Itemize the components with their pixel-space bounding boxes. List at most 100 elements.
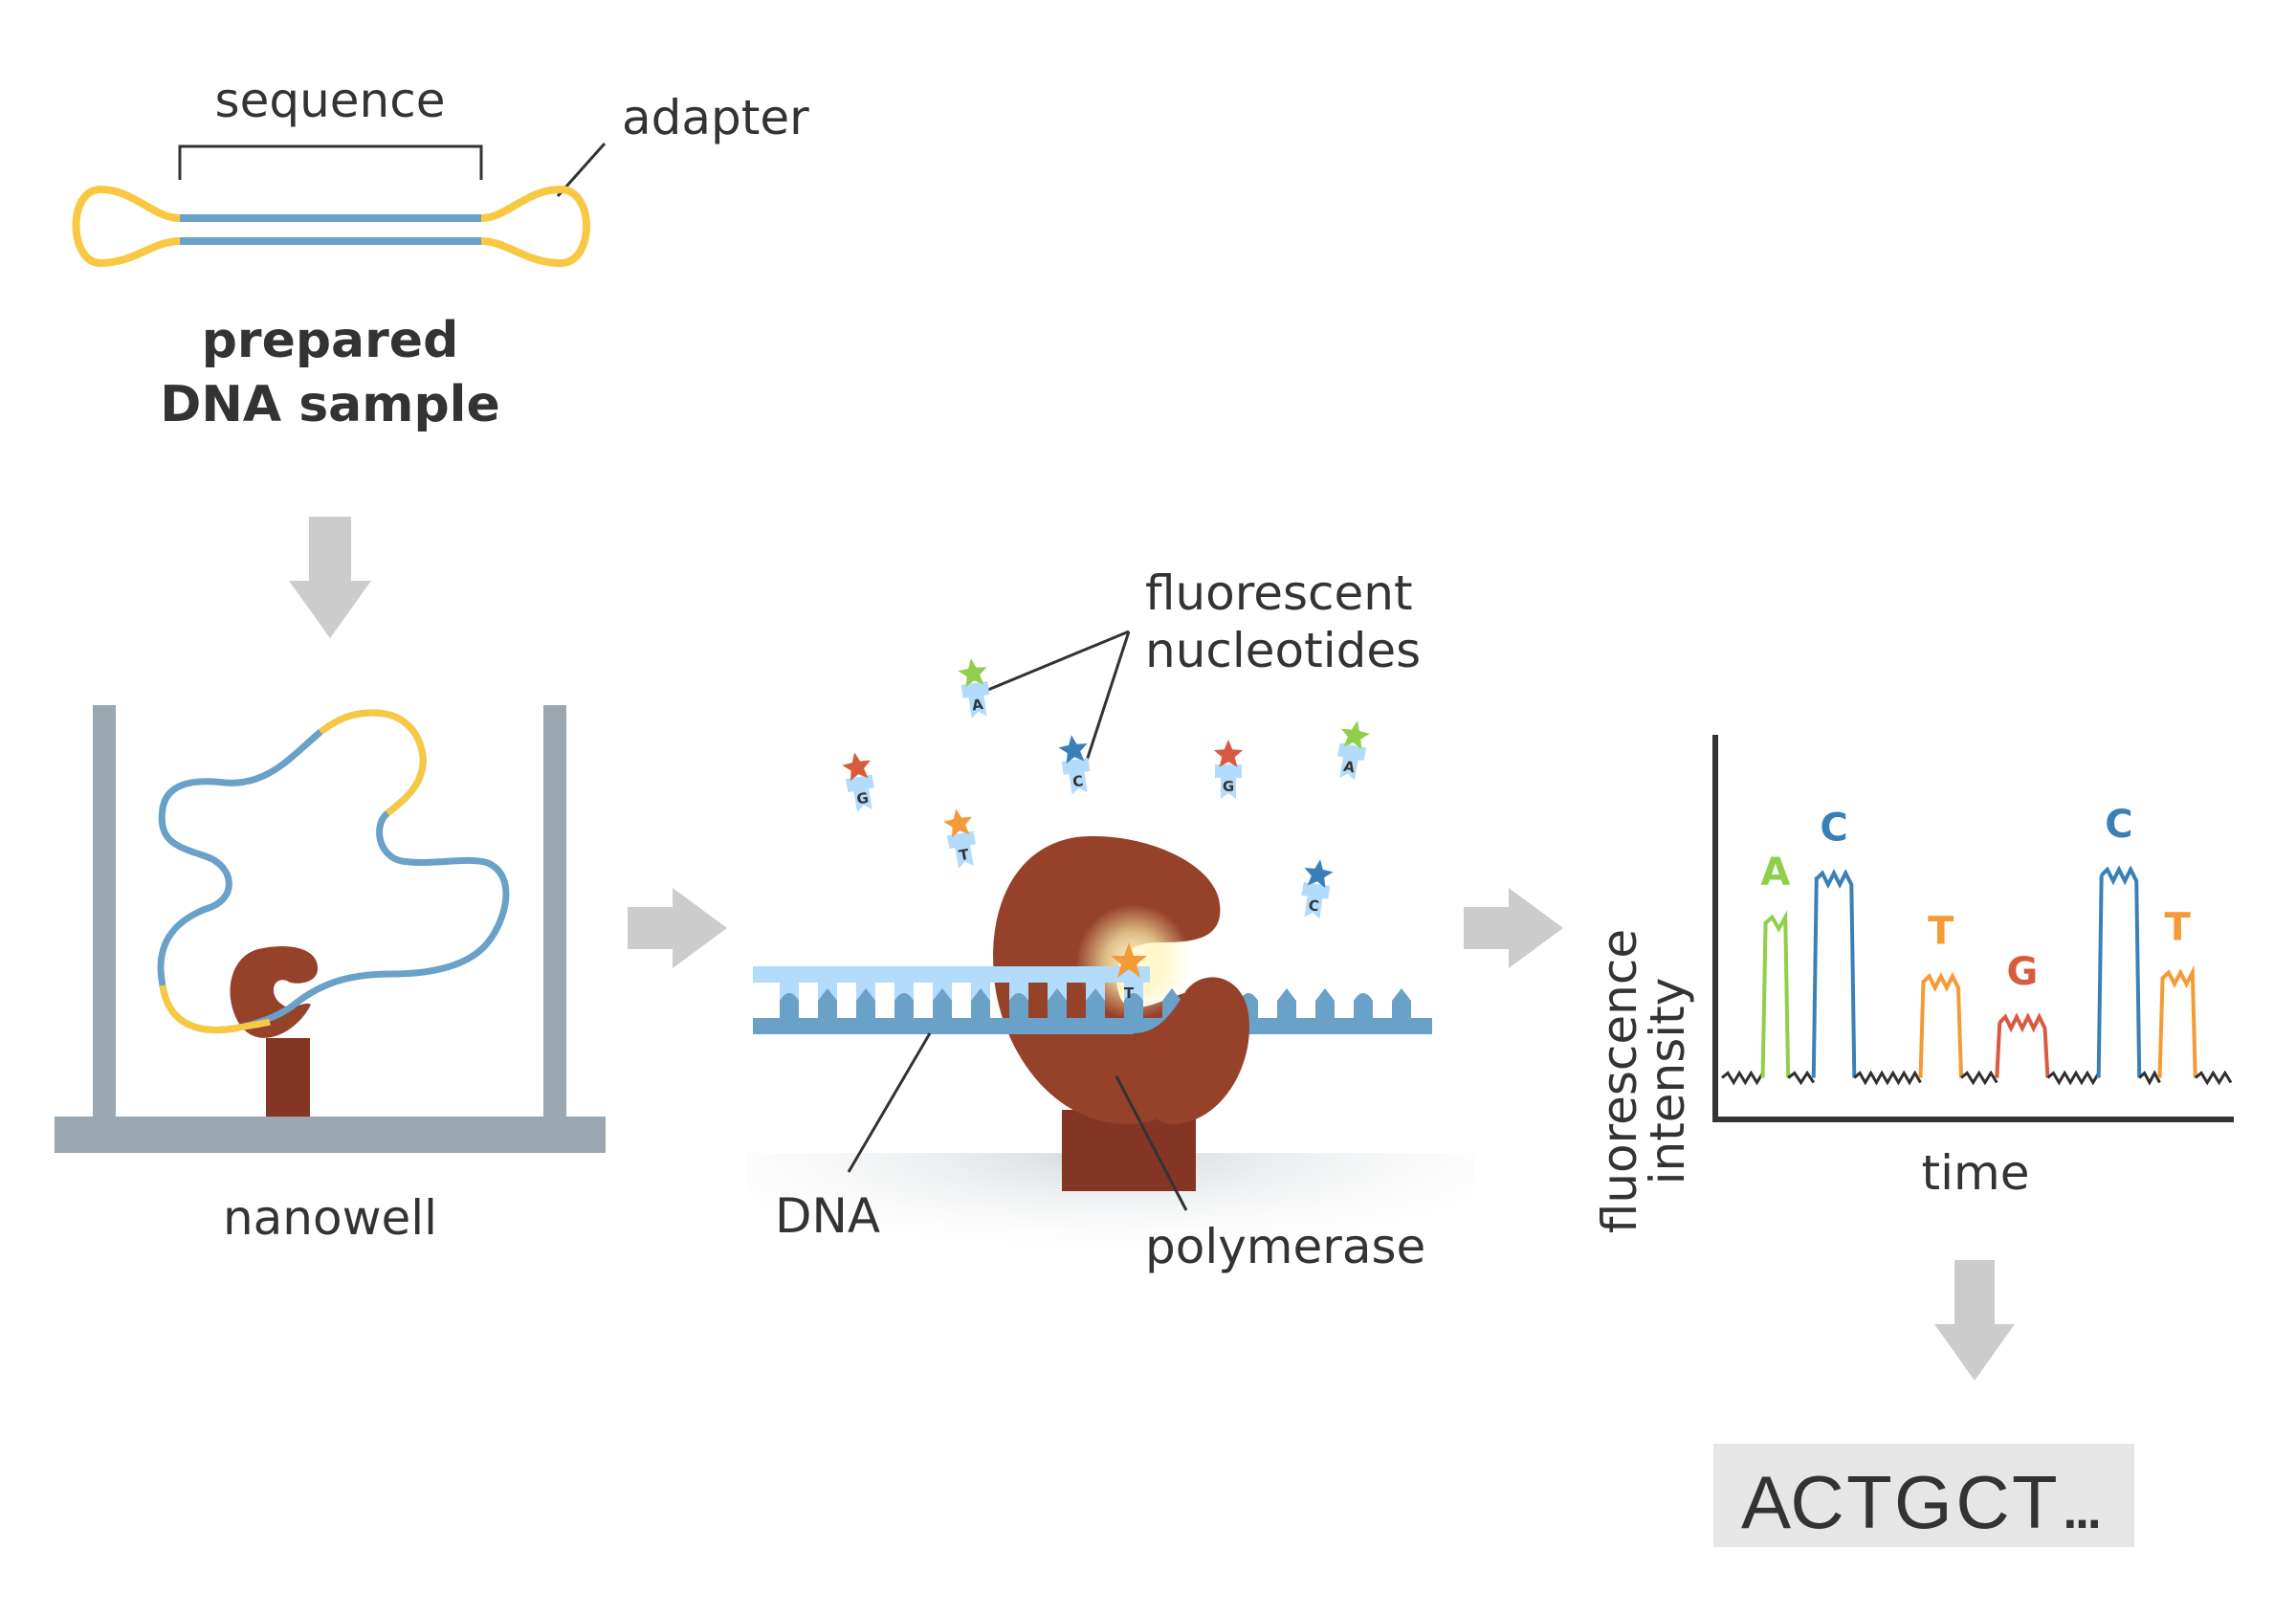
result-sequence-box: A C T G C T ... — [1713, 1444, 2134, 1547]
base-pair-bottom — [1048, 988, 1067, 1018]
incorporated-base-letter: T — [1124, 984, 1135, 1002]
dna-duplex: T — [753, 942, 1432, 1125]
baseline-segment — [2046, 1070, 2100, 1086]
base-pair-bottom — [894, 993, 914, 1018]
dna-pointer — [847, 1032, 932, 1173]
left-adapter-loop — [72, 185, 181, 268]
right-arrow-icon — [628, 888, 727, 968]
dna-label: DNA — [775, 1188, 880, 1244]
nucleotide-body — [1215, 764, 1242, 799]
down-arrow-icon — [1934, 1260, 2015, 1381]
polymerase-small — [230, 946, 319, 1117]
x-axis-label: time — [1922, 1145, 2030, 1201]
incorporated-nucleotide-star — [1111, 942, 1147, 978]
nucleotides-label-line2: nucleotides — [1145, 623, 1421, 678]
peak-label: A — [1760, 851, 1790, 895]
nucleotide-letter: G — [855, 789, 870, 808]
peak-label: T — [2164, 906, 2191, 950]
prepared-dna-title-line2: DNA sample — [160, 376, 500, 433]
fluorophore-star-icon — [842, 752, 872, 782]
dna-loop-adapter-top — [318, 709, 427, 816]
base-pair-bottom — [1392, 988, 1411, 1018]
peak-g — [1995, 1012, 2050, 1078]
peak-label: C — [2105, 803, 2132, 847]
baseline-segment — [2194, 1070, 2233, 1086]
peak-label: G — [2006, 950, 2038, 994]
base-pair-bottom — [856, 988, 875, 1018]
fluorophore-star-icon — [1213, 740, 1244, 767]
nucleotide-body — [960, 681, 990, 719]
baseline-segment — [1787, 1070, 1816, 1086]
peak-t — [1918, 971, 1964, 1078]
nucleotide-letter: C — [1308, 896, 1320, 915]
baseline-segment — [2138, 1070, 2161, 1086]
baseline-segment — [1721, 1070, 1764, 1086]
template-strand — [753, 1018, 1432, 1034]
dna-loop-adapter-bottom — [159, 984, 271, 1033]
base-pair-bottom — [1009, 993, 1028, 1018]
nucleotide-g: G — [1213, 740, 1244, 799]
nucleotides-label-line1: fluorescent — [1145, 565, 1413, 621]
down-arrow-icon — [289, 517, 371, 638]
right-adapter-loop — [480, 185, 590, 268]
base-pair-bottom — [1124, 993, 1143, 1018]
peak-label: T — [1928, 909, 1954, 953]
fluorophore-star-icon — [943, 808, 973, 838]
base-pair-bottom — [1086, 988, 1105, 1018]
fluorophore-star-icon — [958, 658, 987, 688]
nucleotide-t: T — [943, 808, 976, 869]
baseline-segment — [1960, 1070, 1998, 1086]
nucleotide-body — [946, 830, 976, 869]
nucleotide-letter: A — [1342, 758, 1357, 777]
peak-a — [1760, 910, 1791, 1078]
base-pair-bottom — [971, 988, 990, 1018]
fluorophore-star-icon — [1058, 735, 1088, 764]
dna-loop-in-well — [157, 709, 510, 1033]
nucleotide-letter: C — [1071, 772, 1084, 790]
fluorophore-star-icon — [1304, 859, 1334, 889]
base-pair-bottom — [1277, 988, 1296, 1018]
nucleotide-letter: G — [1223, 778, 1234, 795]
sequence-label: sequence — [215, 73, 446, 128]
nucleotides-pointer-a — [982, 630, 1130, 694]
base-pair-bottom — [818, 988, 837, 1018]
baseline-segment — [1853, 1070, 1922, 1086]
nucleotide-a: A — [958, 658, 990, 719]
nucleotide-g: G — [842, 752, 874, 812]
polymerase-pointer — [1115, 1075, 1188, 1211]
result-sequence-text: A C T G C T ... — [1741, 1460, 2105, 1544]
peak-c — [1811, 869, 1857, 1078]
nucleotide-letter: A — [971, 696, 984, 714]
nucleotide-c: C — [1058, 735, 1091, 795]
nucleotide-body — [1061, 758, 1091, 795]
y-axis-label-line2: intensity — [1640, 978, 1695, 1185]
sequence-bracket — [178, 144, 483, 180]
peak-t — [2157, 964, 2197, 1078]
nucleotide-body — [845, 774, 874, 812]
nucleotides-pointer-c — [1085, 631, 1131, 762]
peak-label: C — [1820, 807, 1847, 851]
well-floor — [55, 1117, 606, 1153]
prepared-dna-title-line1: prepared — [202, 312, 459, 369]
base-pair-bottom — [933, 988, 952, 1018]
polymerase-label: polymerase — [1145, 1219, 1425, 1274]
base-pair-bottom — [780, 993, 799, 1018]
well-left-wall — [93, 705, 116, 1117]
prepared-dna-panel: sequence adapter prepared DNA sample — [72, 73, 809, 433]
adapter-label: adapter — [622, 90, 809, 145]
base-pair-bottom — [1315, 988, 1335, 1018]
right-arrow-icon — [1464, 888, 1563, 968]
dna-hairpin-molecule — [72, 185, 590, 268]
well-right-wall — [543, 705, 566, 1117]
nucleotide-c: C — [1301, 859, 1334, 919]
nanowell-label: nanowell — [223, 1190, 437, 1246]
nucleotide-body — [1301, 882, 1331, 919]
y-axis-label-line1: fluorescence — [1592, 929, 1647, 1233]
base-pair-bottom — [1354, 993, 1373, 1018]
nucleotide-a: A — [1337, 720, 1370, 781]
fluorophore-star-icon — [1340, 720, 1370, 750]
nanowell-panel: nanowell — [55, 705, 606, 1246]
nucleotide-body — [1337, 742, 1367, 781]
